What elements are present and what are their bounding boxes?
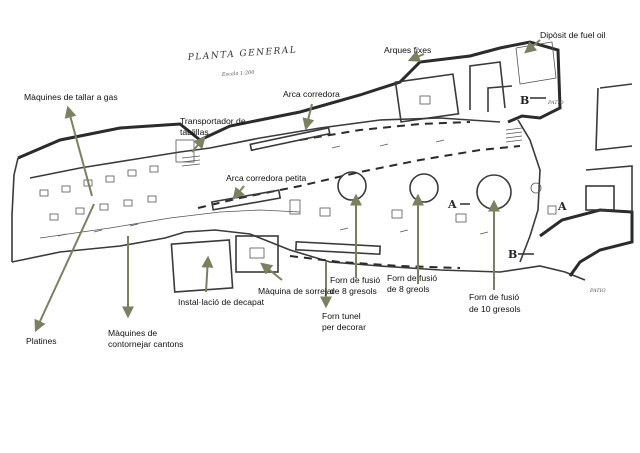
arrow-decapat (201, 255, 214, 293)
section-marker-b-top: B (520, 94, 529, 107)
section-marker-a-right: A (557, 200, 567, 213)
arrow-maquines-tallar (64, 105, 93, 197)
patio-label-bottom: PATIO (589, 288, 606, 294)
label-forn-fusio-3-line1: Forn de fusió (469, 292, 519, 302)
label-forn-fusio-3-line2: de 10 gresols (469, 304, 521, 314)
machine-blocks (39, 95, 557, 259)
annotation-labels: Màquines de tallar a gas Transportador d… (24, 30, 606, 349)
arrow-arca-petita (232, 185, 245, 200)
stairs (181, 127, 523, 167)
patio-label-top: PATIO (547, 100, 564, 106)
label-arca-petita: Arca corredora petita (226, 173, 306, 183)
label-forn-tunel-line1: Forn tunel (322, 311, 361, 321)
label-arca-corredora: Arca corredora (283, 89, 340, 99)
arrow-transportador (191, 136, 206, 153)
arrow-sorrejar (260, 262, 283, 281)
label-maquina-sorrejar: Màquina de sorrejar (258, 286, 335, 296)
label-contornejar-line1: Màquines de (108, 328, 157, 338)
label-contornejar-line2: contornejar cantons (108, 339, 183, 349)
arrow-diposit-fuel (524, 39, 541, 54)
building-outline (11, 40, 634, 293)
section-marker-b-bottom: B (508, 248, 517, 261)
plan-details (57, 139, 489, 237)
arrow-platines (34, 203, 95, 333)
label-forn-fusio-1-line1: Forn de fusió (330, 275, 380, 285)
label-platines: Platines (26, 336, 57, 346)
label-transportador-line2: tablillas (180, 127, 209, 137)
label-forn-fusio-1-line2: de 8 gresols (330, 286, 377, 296)
plan-title: PLANTA GENERAL (187, 45, 298, 63)
label-forn-tunel-line2: per decorar (322, 322, 366, 332)
annotation-arrows (34, 39, 541, 333)
label-arques-fixes: Arques fixes (384, 45, 431, 55)
label-maquines-tallar: Màquines de tallar a gas (24, 92, 118, 102)
arrow-arques-fixes (407, 50, 425, 62)
label-installacio-decapat: Instal·lació de decapat (178, 297, 265, 307)
section-marker-a-left: A (447, 198, 457, 211)
label-forn-fusio-2-line1: Forn de fusió (387, 273, 437, 283)
label-diposit-fuel: Dipòsit de fuel oil (540, 30, 606, 40)
label-forn-fusio-2-line2: de 8 greols (387, 284, 430, 294)
arrow-arca-corredora (302, 103, 315, 131)
plan-scale: Escala 1:200 (221, 70, 256, 78)
label-transportador-line1: Transportador de (180, 116, 246, 126)
